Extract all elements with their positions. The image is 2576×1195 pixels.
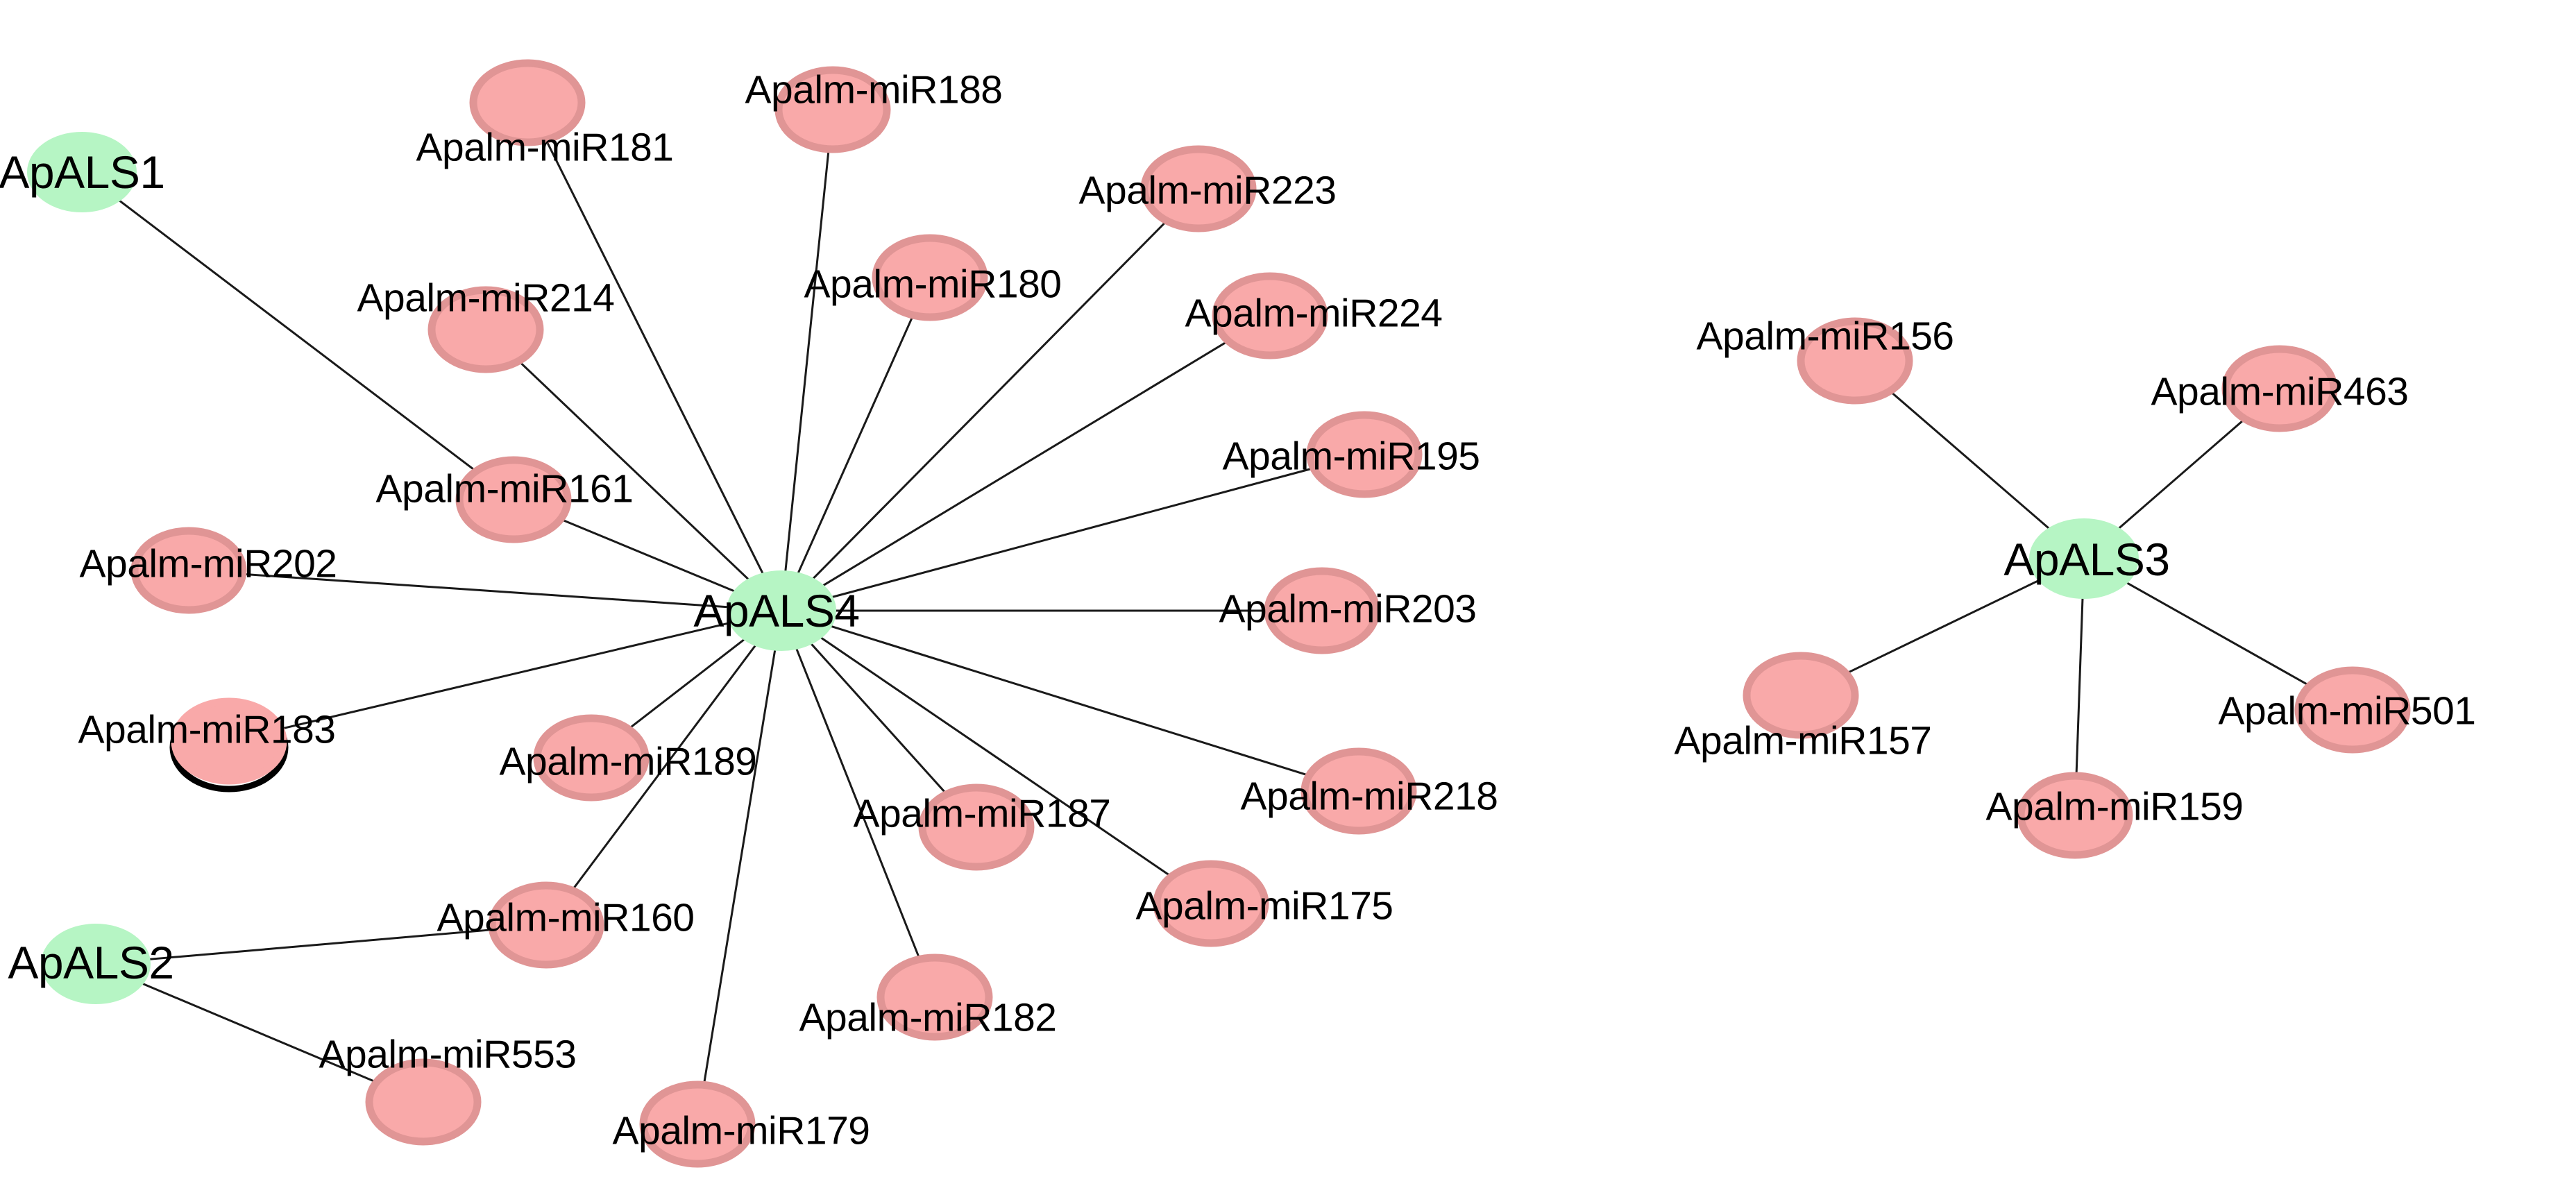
node-ApALS1[interactable] <box>27 132 137 212</box>
node-Apalm-miR160[interactable] <box>488 881 604 969</box>
node-hitarea-Apalm-miR179[interactable] <box>643 1085 752 1164</box>
node-hitarea-Apalm-miR189[interactable] <box>537 718 645 797</box>
node-Apalm-miR181[interactable] <box>469 59 586 146</box>
edge-ApALS4-to-Apalm-miR180[interactable] <box>797 314 915 574</box>
node-hitarea-ApALS1[interactable] <box>28 133 136 212</box>
edge-ApALS2-to-Apalm-miR553[interactable] <box>142 983 378 1083</box>
node-Apalm-miR463[interactable] <box>2221 345 2338 432</box>
edge-ApALS4-to-Apalm-miR179[interactable] <box>702 650 777 1085</box>
node-hitarea-Apalm-miR203[interactable] <box>1268 571 1376 650</box>
node-Apalm-miR157[interactable] <box>1743 652 1859 739</box>
node-hitarea-Apalm-miR183[interactable] <box>175 702 283 781</box>
node-hitarea-Apalm-miR195[interactable] <box>1310 415 1418 494</box>
node-hitarea-Apalm-miR224[interactable] <box>1216 276 1324 355</box>
node-hitarea-Apalm-miR187[interactable] <box>922 788 1031 867</box>
node-Apalm-miR183[interactable] <box>171 697 287 785</box>
edge-ApALS4-to-Apalm-miR195[interactable] <box>831 467 1314 598</box>
node-Apalm-miR188[interactable] <box>774 66 891 153</box>
node-hitarea-Apalm-miR463[interactable] <box>2226 349 2334 428</box>
node-hitarea-Apalm-miR501[interactable] <box>2298 670 2407 749</box>
node-hitarea-Apalm-miR214[interactable] <box>432 290 540 369</box>
edge-ApALS4-to-Apalm-miR189[interactable] <box>627 638 745 730</box>
edge-ApALS4-to-Apalm-miR214[interactable] <box>518 360 749 580</box>
node-hitarea-Apalm-miR553[interactable] <box>369 1062 477 1142</box>
node-hitarea-Apalm-miR223[interactable] <box>1144 149 1253 228</box>
edge-ApALS3-to-Apalm-miR157[interactable] <box>1845 579 2040 675</box>
node-Apalm-miR224[interactable] <box>1212 272 1328 359</box>
edge-ApALS4-to-Apalm-miR218[interactable] <box>831 625 1310 777</box>
edge-ApALS3-to-Apalm-miR156[interactable] <box>1889 390 2050 529</box>
node-hitarea-Apalm-miR181[interactable] <box>473 63 582 142</box>
node-hitarea-Apalm-miR188[interactable] <box>779 70 887 149</box>
node-Apalm-miR175[interactable] <box>1153 860 1269 947</box>
node-hitarea-Apalm-miR156[interactable] <box>1801 321 1909 400</box>
edge-ApALS4-to-Apalm-miR182[interactable] <box>795 648 921 960</box>
edge-ApALS4-to-Apalm-miR160[interactable] <box>571 645 756 891</box>
edge-ApALS4-to-Apalm-miR224[interactable] <box>822 340 1229 586</box>
edge-ApALS2-to-Apalm-miR160[interactable] <box>149 929 493 960</box>
node-Apalm-miR501[interactable] <box>2294 666 2411 754</box>
node-Apalm-miR218[interactable] <box>1300 747 1417 835</box>
node-Apalm-miR203[interactable] <box>1264 567 1380 654</box>
edge-ApALS4-to-Apalm-miR183[interactable] <box>280 622 731 730</box>
node-Apalm-miR187[interactable] <box>918 783 1035 871</box>
node-hitarea-ApALS3[interactable] <box>2030 519 2138 598</box>
edges-layer <box>119 139 2310 1085</box>
node-ApALS3[interactable] <box>2029 518 2139 599</box>
node-hitarea-Apalm-miR202[interactable] <box>135 531 243 610</box>
node-hitarea-ApALS4[interactable] <box>727 571 836 650</box>
node-hitarea-Apalm-miR218[interactable] <box>1305 752 1413 831</box>
node-Apalm-miR179[interactable] <box>639 1080 756 1168</box>
edge-ApALS1-to-Apalm-miR161[interactable] <box>119 199 477 473</box>
edge-ApALS3-to-Apalm-miR159[interactable] <box>2075 598 2084 777</box>
node-ApALS2[interactable] <box>41 924 151 1004</box>
node-Apalm-miR223[interactable] <box>1140 145 1257 232</box>
node-hitarea-Apalm-miR161[interactable] <box>459 460 568 539</box>
node-hitarea-Apalm-miR157[interactable] <box>1747 656 1855 735</box>
node-Apalm-miR161[interactable] <box>455 456 572 543</box>
edge-ApALS4-to-Apalm-miR223[interactable] <box>812 220 1168 579</box>
node-Apalm-miR180[interactable] <box>872 234 988 321</box>
node-Apalm-miR156[interactable] <box>1797 317 1913 405</box>
node-Apalm-miR189[interactable] <box>533 714 650 802</box>
node-hitarea-Apalm-miR180[interactable] <box>876 238 984 317</box>
node-hitarea-ApALS2[interactable] <box>42 924 150 1003</box>
node-hitarea-Apalm-miR182[interactable] <box>881 958 989 1037</box>
nodes-layer <box>27 59 2411 1168</box>
edge-ApALS4-to-Apalm-miR202[interactable] <box>242 573 728 609</box>
edge-ApALS4-to-Apalm-miR181[interactable] <box>545 139 764 575</box>
node-Apalm-miR159[interactable] <box>2017 772 2133 859</box>
edge-ApALS4-to-Apalm-miR175[interactable] <box>820 636 1172 878</box>
node-Apalm-miR202[interactable] <box>130 527 247 614</box>
node-hitarea-Apalm-miR175[interactable] <box>1157 864 1265 943</box>
node-Apalm-miR195[interactable] <box>1306 411 1423 498</box>
node-hitarea-Apalm-miR160[interactable] <box>492 885 600 965</box>
node-Apalm-miR553[interactable] <box>365 1058 482 1146</box>
edge-ApALS4-to-Apalm-miR187[interactable] <box>810 643 948 795</box>
node-hitarea-Apalm-miR159[interactable] <box>2021 776 2129 855</box>
edge-ApALS4-to-Apalm-miR188[interactable] <box>784 149 830 572</box>
node-ApALS4[interactable] <box>727 570 836 651</box>
edge-ApALS4-to-Apalm-miR161[interactable] <box>560 518 735 593</box>
edge-ApALS3-to-Apalm-miR501[interactable] <box>2126 582 2310 687</box>
edge-ApALS3-to-Apalm-miR463[interactable] <box>2118 418 2246 529</box>
node-Apalm-miR214[interactable] <box>427 286 544 373</box>
node-Apalm-miR182[interactable] <box>876 954 993 1041</box>
